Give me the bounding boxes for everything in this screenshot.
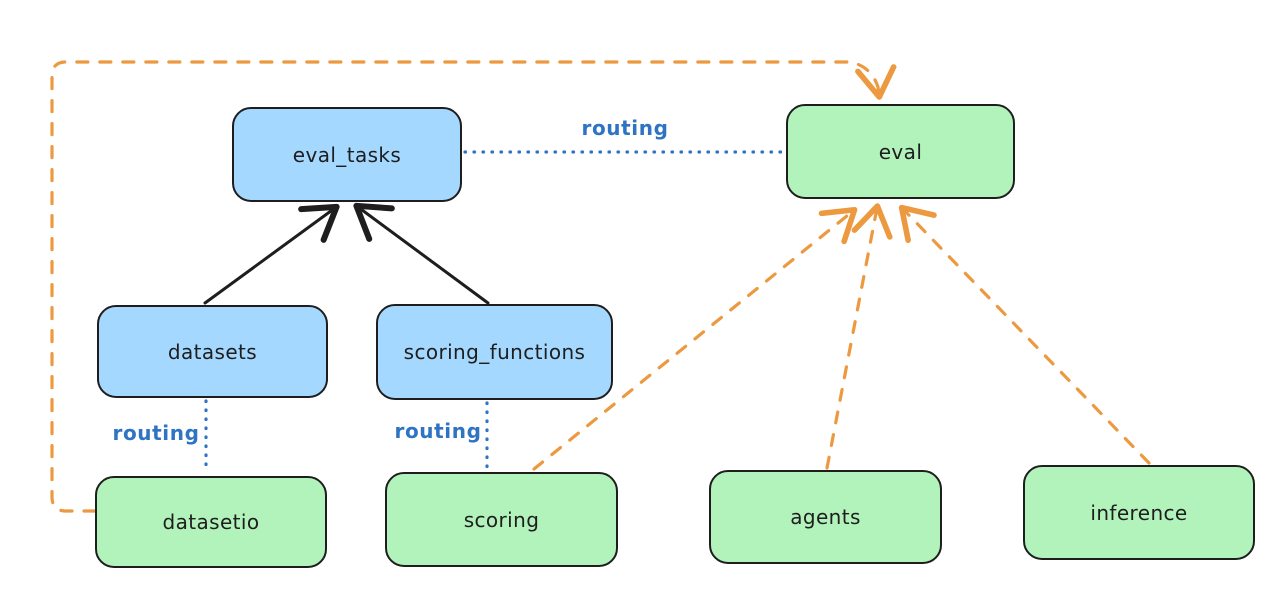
node-datasets: datasets: [97, 305, 328, 398]
node-agents-label: agents: [790, 505, 861, 529]
node-eval: eval: [786, 104, 1015, 199]
routing-label-scoring-functions-scoring: routing: [394, 419, 482, 443]
edge-agents-to-eval: [825, 203, 893, 470]
node-scoring-functions-label: scoring_functions: [403, 340, 586, 364]
node-datasetio-label: datasetio: [162, 510, 260, 534]
edge-inference-to-eval: [898, 204, 1151, 465]
routing-label-eval-tasks-eval: routing: [581, 116, 669, 140]
node-inference-label: inference: [1090, 500, 1188, 525]
node-scoring: scoring: [385, 472, 618, 567]
edge-scoring-functions-to-eval-tasks: [353, 202, 490, 305]
node-scoring-label: scoring: [463, 507, 540, 532]
edge-datasets-to-eval-tasks: [203, 203, 340, 305]
node-datasetio: datasetio: [95, 476, 327, 568]
node-inference: inference: [1023, 465, 1255, 560]
node-scoring-functions: scoring_functions: [376, 304, 613, 400]
node-datasets-label: datasets: [167, 339, 258, 364]
node-eval-tasks: eval_tasks: [232, 107, 462, 202]
routing-label-datasets-datasetio: routing: [112, 421, 200, 445]
node-agents: agents: [709, 470, 942, 564]
node-eval-tasks-label: eval_tasks: [292, 142, 402, 167]
node-eval-label: eval: [878, 139, 923, 164]
